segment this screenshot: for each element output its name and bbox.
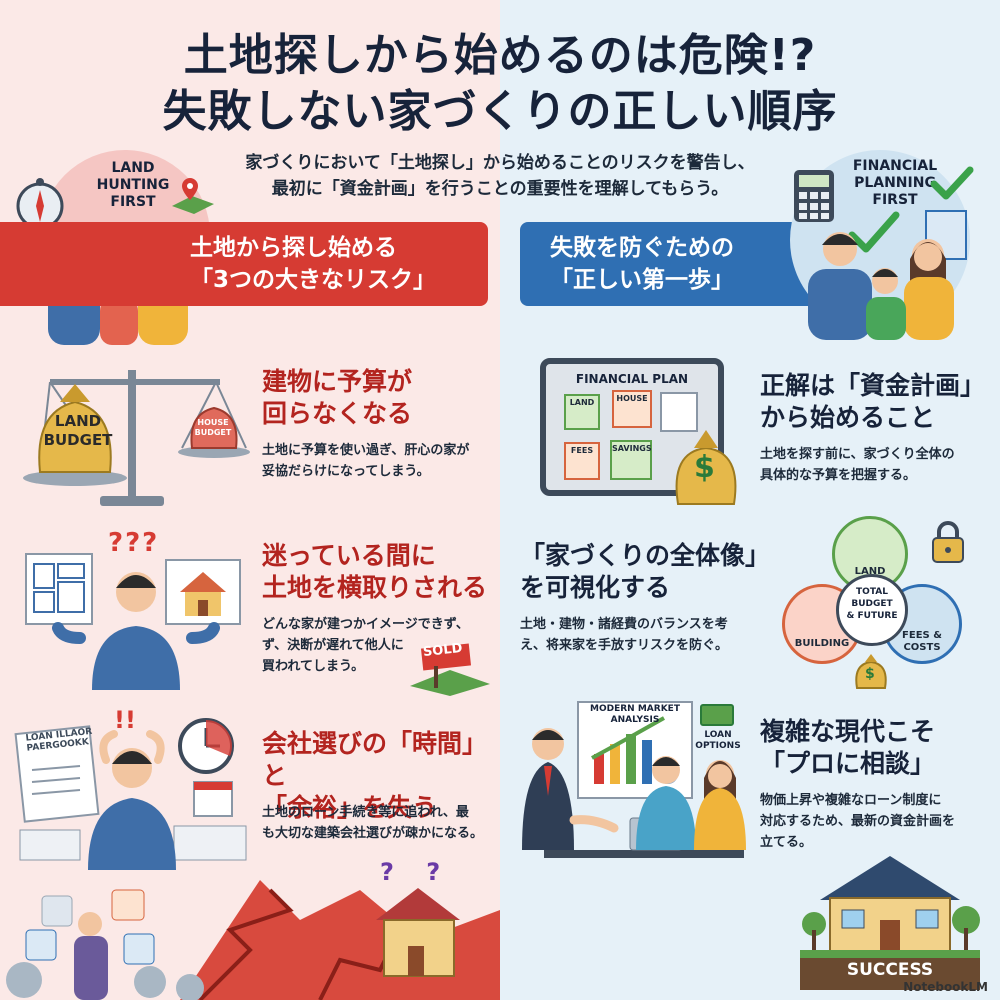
total-budget-circle (836, 574, 908, 646)
total-budget-label-3: & FUTURE (846, 611, 898, 621)
subtitle-line-1: 家づくりにおいて「土地探し」から始めることのリスクを警告し、 (245, 153, 755, 173)
checkmark-icon (930, 166, 974, 202)
step-2-heading-1: 「家づくりの全体像」 (520, 541, 771, 570)
badge-line-3: FIRST (110, 194, 156, 210)
step-2-body-1: 土地・建物・諸経費のバランスを考 (520, 617, 728, 632)
risk-2-body-1: どんな家が建つかイメージできず、 (262, 617, 469, 632)
small-money-bag-icon (854, 652, 888, 690)
step-1-heading-1: 正解は「資金計画」 (760, 371, 986, 400)
money-bag-icon (672, 424, 740, 506)
step-2-heading-2: を可視化する (520, 573, 671, 602)
step-1-body-2: 具体的な予算を把握する。 (760, 468, 917, 483)
calculator-icon (792, 168, 836, 224)
money-bag-symbol: $ (694, 450, 715, 485)
risks-banner-line-2: 「3つの大きなリスク」 (190, 267, 437, 293)
step-3-body-2: 対応するため、最新の資金計画を (760, 814, 956, 829)
cash-icon (700, 704, 734, 726)
tile-house: HOUSE (612, 390, 652, 428)
question-marks-icon: ??? (108, 528, 160, 558)
risk-3-body-1: 土地のローン手続き等に追われ、最 (262, 805, 469, 820)
risks-banner: 土地から探し始める 「3つの大きなリスク」 (0, 222, 488, 306)
total-budget-label-1: TOTAL (856, 587, 888, 597)
budget-scale-illustration (20, 360, 250, 510)
main-title-line-2: 失敗しない家づくりの正しい順序 (162, 86, 838, 137)
house-question-marks-icon: ? ? (380, 858, 453, 886)
tile-fees: FEES (564, 442, 600, 480)
risks-banner-line-1: 土地から探し始める (190, 235, 397, 261)
risk-2-heading-2: 土地を横取りされる (262, 573, 488, 602)
tile-savings: SAVINGS (610, 440, 652, 480)
fees-circle-label-2: COSTS (903, 642, 941, 653)
risk-1-heading-1: 建物に予算が (262, 367, 413, 396)
happy-family-illustration (800, 205, 970, 340)
success-house-illustration (800, 850, 980, 990)
risk-2-heading-1: 迷っている間に (262, 541, 436, 570)
fees-circle-label-1: FEES & (902, 630, 942, 641)
analysis-board-label-2: ANALYSIS (610, 715, 660, 725)
loan-options-label-1: LOAN (704, 730, 732, 740)
cracked-ground-illustration (0, 860, 500, 1000)
step-2-body-2: え、将来家を手放すリスクを防ぐ。 (520, 638, 729, 653)
building-circle-label: BUILDING (794, 638, 850, 649)
risk-2-body-2: ず、決断が遅れて他人に (262, 638, 404, 653)
house-budget-label-1: HOUSE (197, 418, 229, 427)
step-1-body-1: 土地を探す前に、家づくり全体の (760, 447, 955, 462)
risk-2-body-3: 買われてしまう。 (262, 659, 365, 674)
risk-3-body-2: も大切な建築会社選びが疎かになる。 (262, 826, 484, 841)
small-money-bag-symbol: $ (865, 666, 875, 682)
first-step-banner-line-2: 「正しい第一歩」 (550, 267, 734, 293)
badge-line-2: HUNTING (96, 177, 170, 193)
first-step-banner-line-1: 失敗を防ぐための (550, 235, 734, 261)
fp-badge-line-2: PLANNING (854, 175, 936, 191)
confused-man-illustration (20, 540, 250, 690)
step-3-heading-2: 「プロに相談」 (760, 749, 936, 778)
risk-1-body-1: 土地に予算を使い過ぎ、肝心の家が (262, 443, 470, 458)
step-1-heading-2: から始めること (760, 403, 936, 432)
stressed-man-illustration (14, 710, 254, 870)
risk-1-body-2: 妥協だらけになってしまう。 (262, 464, 430, 479)
tile-land: LAND (564, 394, 600, 430)
exclamation-marks-icon: !! (114, 706, 136, 734)
loan-options-label-2: OPTIONS (695, 741, 741, 751)
risk-3-heading-2: 「余裕」を失う (262, 793, 438, 822)
tablet-title: FINANCIAL PLAN (575, 372, 689, 386)
land-budget-label-1: LAND (54, 412, 102, 430)
first-step-banner: 失敗を防ぐための 「正しい第一歩」 (520, 222, 820, 306)
house-budget-label-2: BUDGET (194, 428, 232, 437)
map-pin-icon (168, 176, 218, 216)
watermark: NotebookLM (903, 980, 988, 994)
step-3-body-1: 物価上昇や複雑なローン制度に (760, 793, 942, 808)
subtitle-line-2: 最初に「資金計画」を行うことの重要性を理解してもらう。 (271, 179, 729, 199)
land-circle-label: LAND (854, 566, 886, 577)
risk-1-heading-2: 回らなくなる (262, 399, 413, 428)
fp-badge-line-1: FINANCIAL (852, 158, 938, 174)
badge-line-1: LAND (111, 160, 155, 176)
step-3-heading-1: 複雑な現代こそ (760, 717, 936, 746)
step-3-body-3: 立てる。 (760, 835, 813, 850)
analysis-board-label-1: MODERN MARKET (590, 704, 680, 714)
compass-icon (14, 178, 66, 230)
risk-3-heading-1: 会社選びの「時間」と (262, 729, 488, 790)
consultation-illustration (514, 700, 754, 860)
tile-document (660, 392, 698, 432)
fp-badge-line-3: FIRST (872, 192, 918, 208)
land-budget-label-2: BUDGET (43, 431, 113, 449)
lock-icon (930, 520, 966, 564)
success-label: SUCCESS (846, 960, 934, 980)
main-title-line-1: 土地探しから始めるのは危険!? (183, 30, 817, 81)
total-budget-label-2: BUDGET (851, 599, 893, 609)
sold-sign-icon (404, 640, 494, 696)
